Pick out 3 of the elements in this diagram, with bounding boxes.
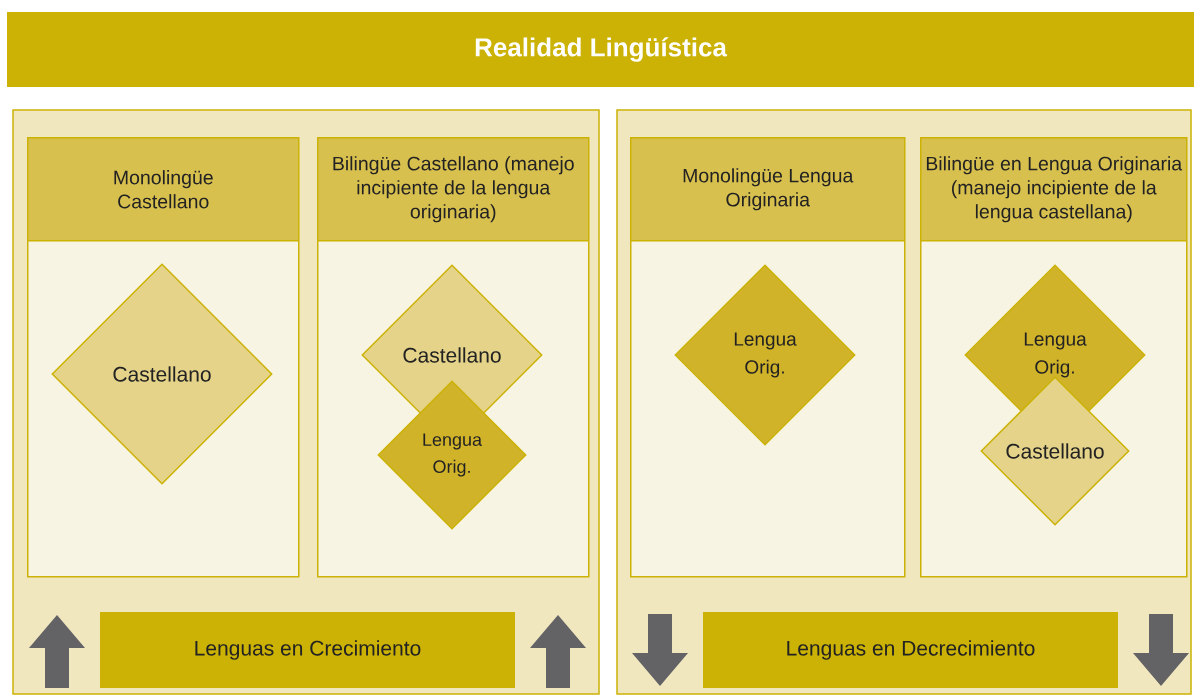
label-band: Lenguas en Decrecimiento: [703, 612, 1118, 688]
label-band: Lenguas en Crecimiento: [100, 612, 515, 688]
title-band: Realidad Lingüística: [7, 12, 1194, 87]
